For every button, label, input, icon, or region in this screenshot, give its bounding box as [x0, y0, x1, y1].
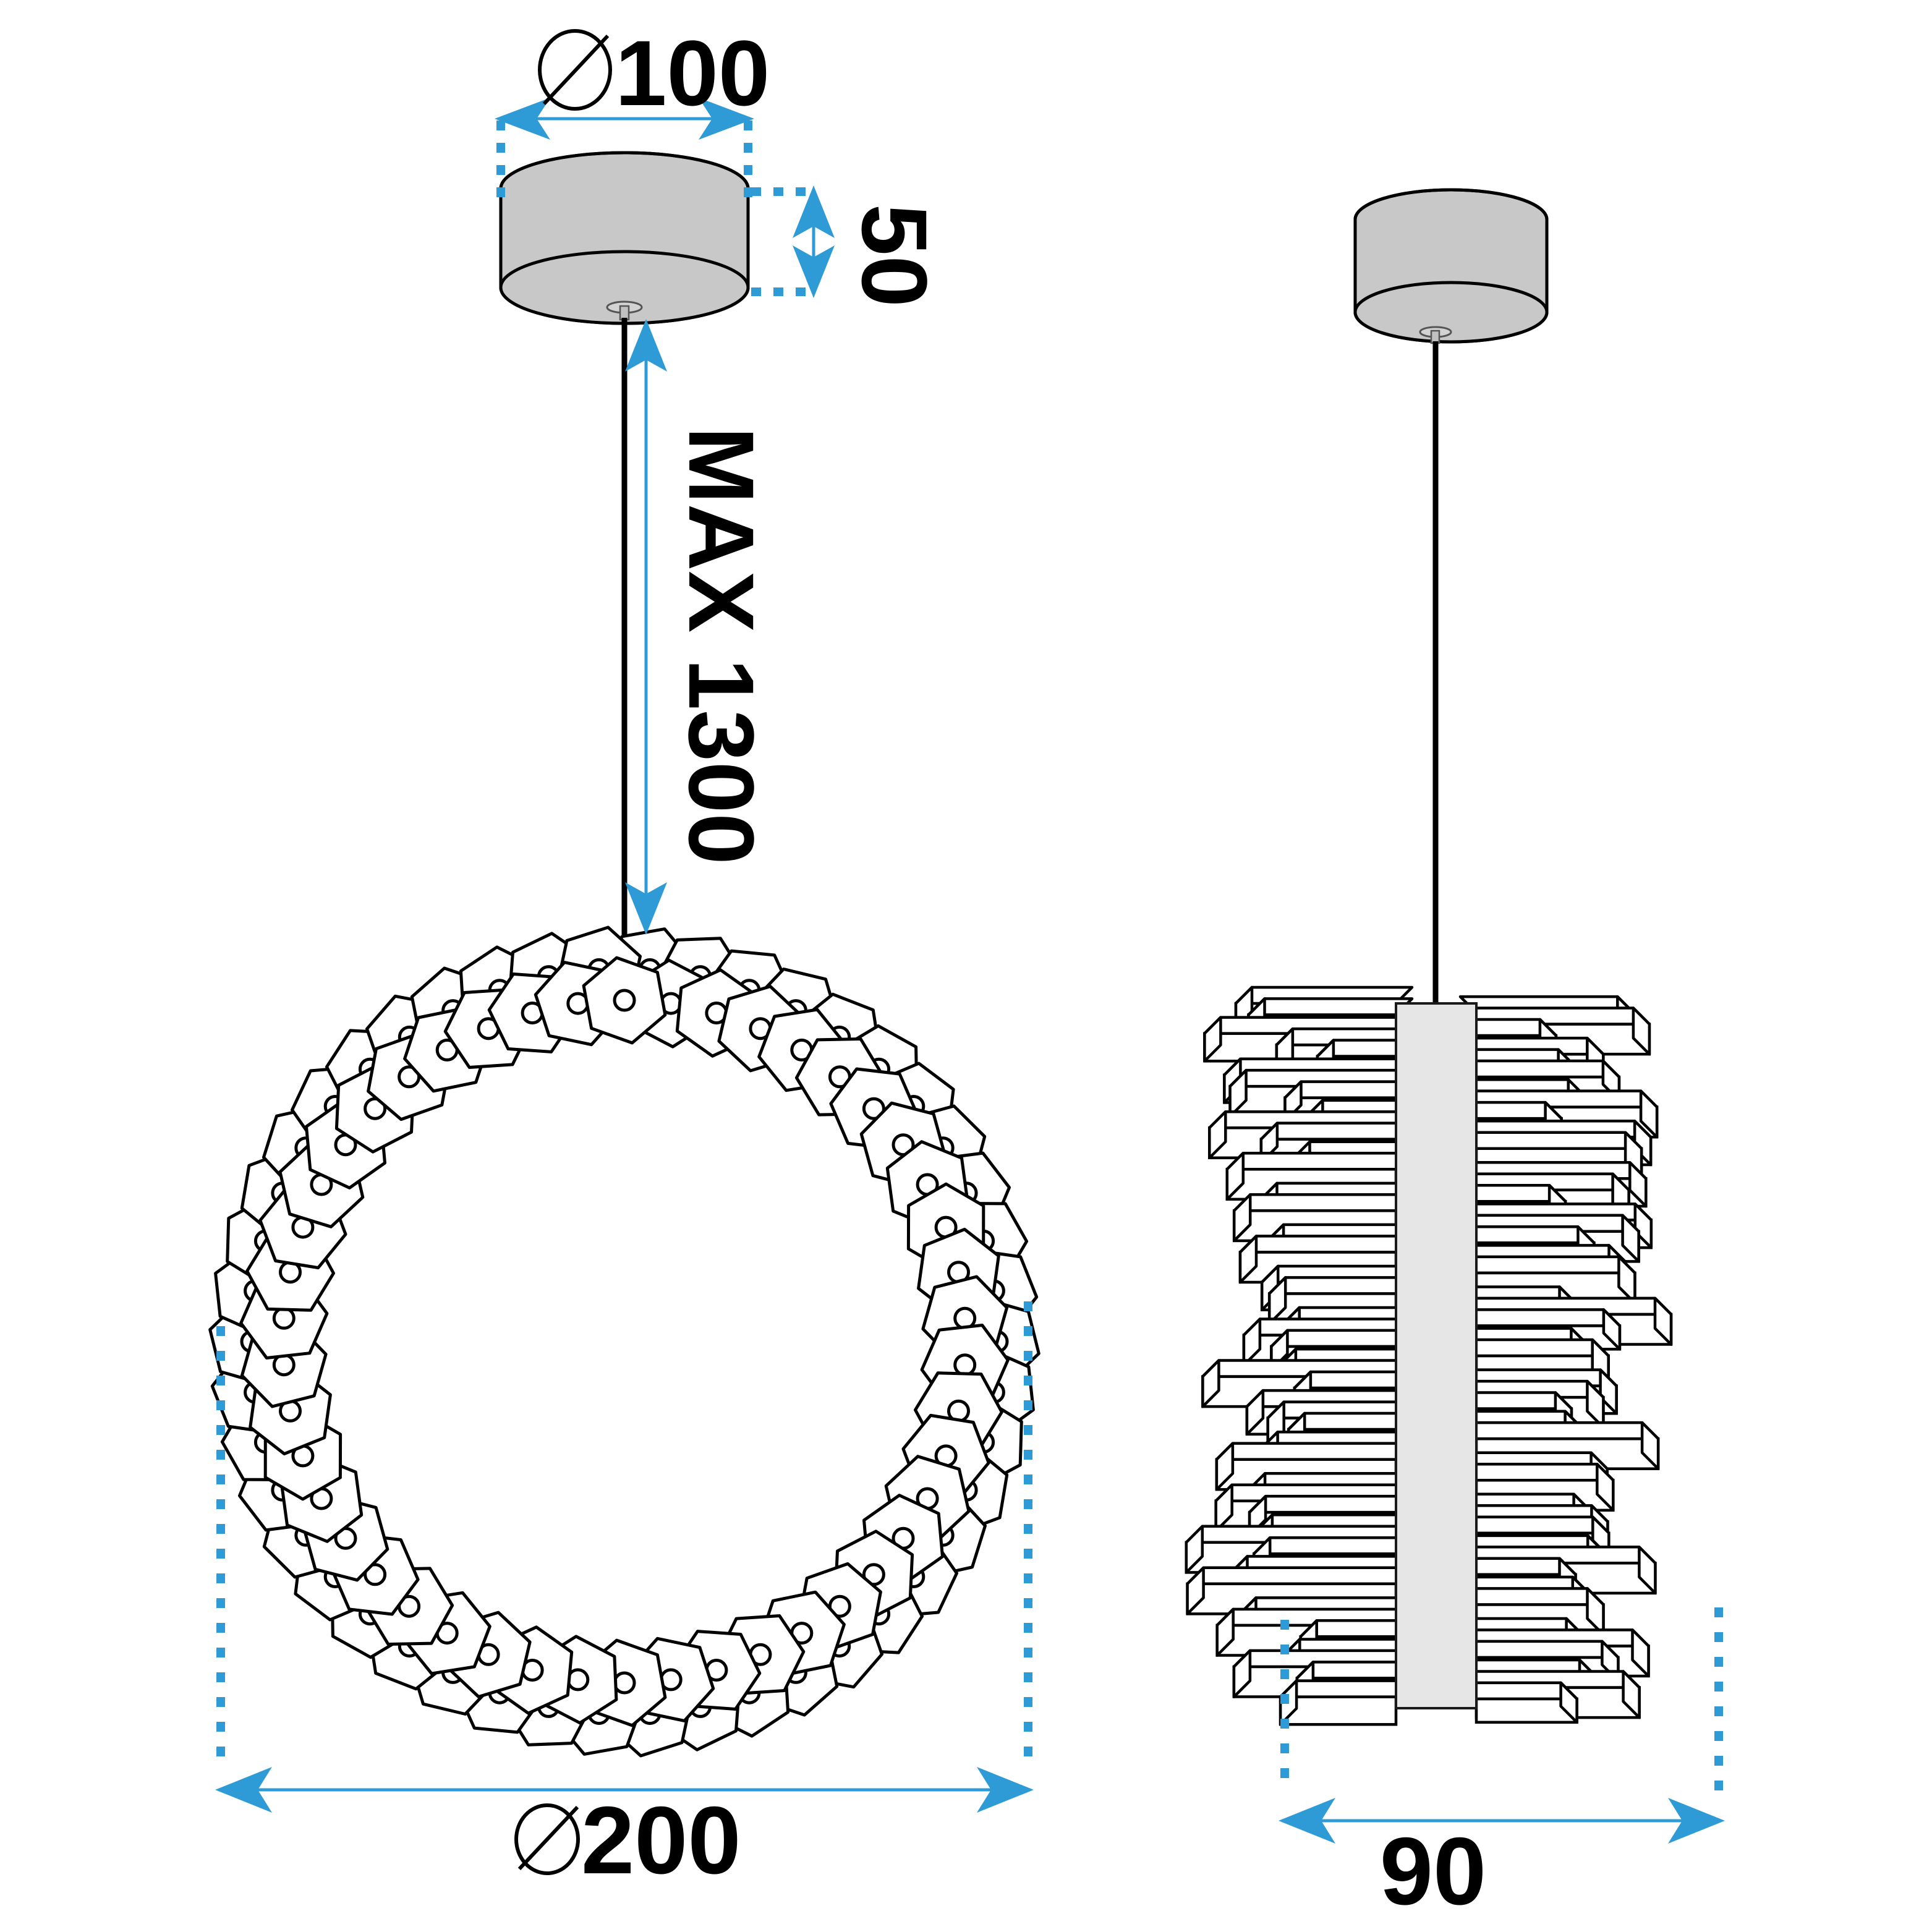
dim-canopy-diameter: 100 [495, 21, 770, 198]
dim-drop-length-label: MAX 1300 [670, 427, 773, 865]
dim-drop-length: MAX 1300 [625, 319, 773, 935]
dim-canopy-height-label: 50 [843, 204, 947, 307]
cable-gland [619, 305, 630, 321]
crystal-ring [208, 926, 1040, 1758]
front-canopy [499, 151, 750, 325]
crystal-hole-icon [613, 1671, 636, 1695]
dim-side-width-label: 90 [1380, 1818, 1486, 1925]
crystal-hole-icon [364, 1563, 387, 1586]
crystal-bar [1279, 1679, 1414, 1726]
dim-canopy-height: 50 [751, 185, 947, 307]
side-canopy [1353, 188, 1549, 344]
diameter-symbol-icon [538, 29, 612, 111]
crystal-bar [1458, 1681, 1578, 1724]
dim-side-width: 90 [1279, 1607, 1725, 1925]
side-center-column [1395, 1002, 1478, 1709]
diameter-symbol-icon-ring [514, 1803, 580, 1875]
crystal-hole-icon [272, 1306, 296, 1330]
dim-canopy-diameter-label: 100 [615, 21, 770, 125]
crystal-hole-icon [613, 989, 636, 1012]
side-view: 90 [1185, 188, 1725, 1925]
dim-ring-diameter: 200 [215, 1301, 1034, 1894]
crystal-hole-icon [953, 1353, 977, 1377]
dim-ring-diameter-label: 200 [581, 1787, 741, 1894]
front-view: 100 50 MAX 1300 [208, 21, 1040, 1894]
crystal-hole-icon [862, 1097, 885, 1120]
